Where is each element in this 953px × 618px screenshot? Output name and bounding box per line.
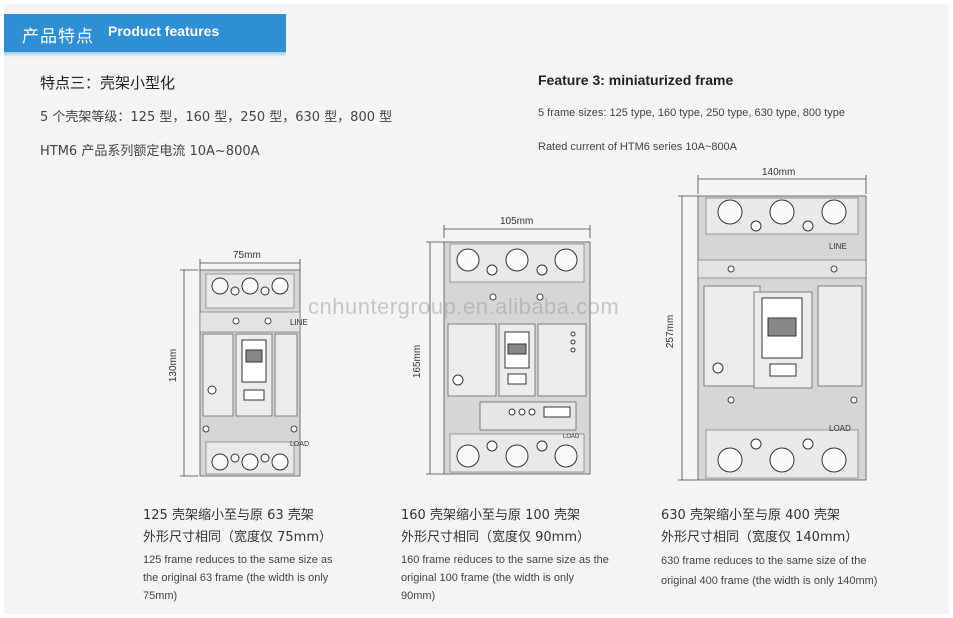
banner-title-cn: 产品特点 [22, 27, 94, 47]
rated-current-cn: HTM6 产品系列额定电流 10A~800A [40, 144, 260, 159]
breaker-160-drawing [426, 225, 591, 475]
feature-title-en: Feature 3: miniaturized frame [538, 72, 734, 88]
breaker-125-caption-en: 125 frame reduces to the same size as th… [143, 554, 333, 602]
breaker-125-width-label: 75mm [233, 250, 261, 261]
breaker-630-drawing [678, 175, 867, 481]
breaker-125-caption-cn-2: 外形尺寸相同（宽度仅 75mm） [143, 530, 333, 545]
breaker-630-load-label: LOAD [829, 424, 851, 433]
frame-sizes-cn: 5 个壳架等级：125 型，160 型，250 型，630 型，800 型 [40, 110, 393, 125]
breaker-630-width-label: 140mm [762, 167, 796, 178]
breaker-160-caption-cn-2: 外形尺寸相同（宽度仅 90mm） [401, 530, 591, 545]
rated-current-en: Rated current of HTM6 series 10A~800A [538, 141, 738, 153]
breaker-160-width-label: 105mm [500, 216, 534, 227]
watermark: cnhuntergroup.en.alibaba.com [308, 294, 620, 319]
breaker-160-load-label: LOAD [563, 434, 580, 440]
feature-title-cn: 特点三：壳架小型化 [40, 74, 176, 92]
breaker-630-caption-cn-1: 630 壳架缩小至与原 400 壳架 [661, 508, 841, 523]
breaker-125-caption-cn-1: 125 壳架缩小至与原 63 壳架 [143, 508, 314, 523]
banner-title-en: Product features [108, 23, 220, 39]
breaker-160-caption-en: 160 frame reduces to the same size as th… [401, 554, 609, 602]
title-banner [4, 14, 286, 52]
breaker-160-caption-cn-1: 160 壳架缩小至与原 100 壳架 [401, 508, 581, 523]
title-banner-tip [272, 14, 286, 52]
breaker-630-line-label: LINE [829, 242, 847, 251]
breaker-125-line-label: LINE [290, 318, 308, 327]
title-banner-shadow [4, 52, 286, 57]
breaker-630-caption-en: 630 frame reduces to the same size of th… [661, 555, 878, 587]
breaker-630-caption-cn-2: 外形尺寸相同（宽度仅 140mm） [661, 530, 859, 545]
breaker-630-height-label: 257mm [665, 314, 677, 349]
frame-sizes-en: 5 frame sizes: 125 type, 160 type, 250 t… [538, 107, 845, 119]
breaker-125-load-label: LOAD [290, 441, 310, 448]
breaker-125-drawing [180, 259, 301, 477]
